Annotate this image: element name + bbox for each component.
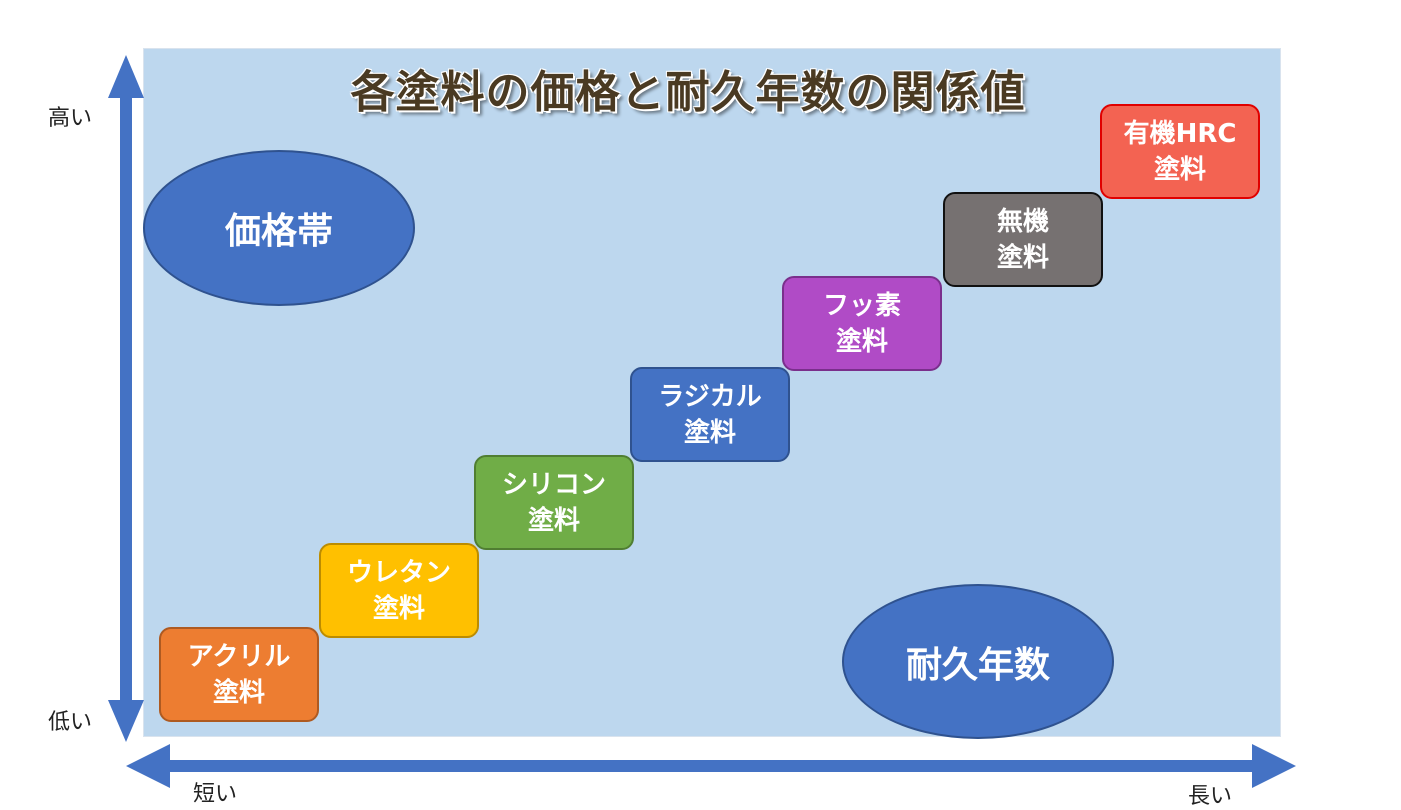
y-axis-high-label: 高い <box>48 106 93 131</box>
x-axis-arrow <box>126 744 1296 788</box>
paint-box-fluorine: フッ素 塗料 <box>782 276 942 371</box>
page-title: 各塗料の価格と耐久年数の関係値 <box>350 67 1026 118</box>
durability-label: 耐久年数 <box>905 644 1050 686</box>
paint-box-inorganic: 無機 塗料 <box>943 192 1103 287</box>
price-range-label: 価格帯 <box>224 211 333 252</box>
y-axis-arrow <box>108 55 144 742</box>
paint-box-silicone: シリコン 塗料 <box>474 455 634 550</box>
y-axis-low-label: 低い <box>48 710 93 735</box>
paint-box-acrylic: アクリル 塗料 <box>159 627 319 722</box>
paint-box-organic-hrc: 有機HRC 塗料 <box>1100 104 1260 199</box>
price-range-ellipse: 価格帯 <box>143 150 415 306</box>
x-axis-short-label: 短い <box>193 782 238 807</box>
x-axis-long-label: 長い <box>1188 784 1233 809</box>
durability-ellipse: 耐久年数 <box>842 584 1114 739</box>
paint-box-radical: ラジカル 塗料 <box>630 367 790 462</box>
paint-box-urethane: ウレタン 塗料 <box>319 543 479 638</box>
